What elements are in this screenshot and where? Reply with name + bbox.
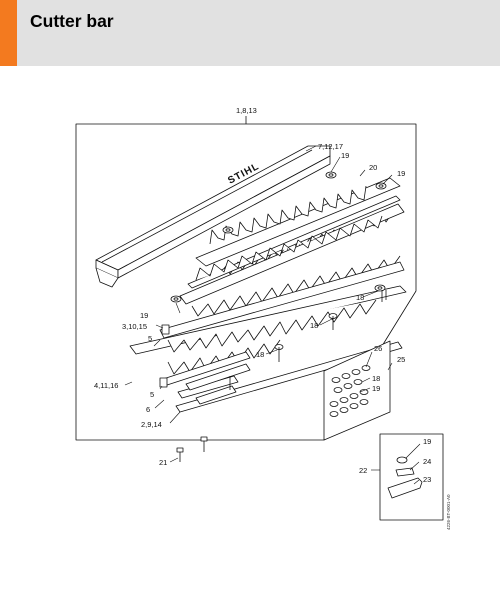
header-accent-bar: [0, 0, 17, 66]
callout-label: 6: [146, 405, 150, 414]
callout-label: 2,9,14: [141, 420, 162, 429]
page-header: Cutter bar: [0, 0, 500, 66]
callout-label: 18: [310, 321, 318, 330]
callout-label: 19: [423, 437, 431, 446]
document-id: 4226-BT-0001-A0: [446, 494, 451, 530]
callout-label: 20: [369, 163, 377, 172]
callout-label: 18: [256, 350, 264, 359]
callout-label: 19: [397, 169, 405, 178]
leader-lines: [124, 145, 421, 485]
middle-cutter-blades: [179, 195, 405, 317]
callout-label: 18: [372, 374, 380, 383]
small-kit-box: [379, 433, 444, 521]
parts-kit-box: [323, 340, 391, 441]
callout-label: 21: [159, 458, 167, 467]
callout-label: 3,10,15: [122, 322, 147, 331]
callout-label: 18: [356, 293, 364, 302]
callout-label: 25: [397, 355, 405, 364]
nuts-and-washers: [170, 171, 387, 350]
callout-label: 19: [341, 151, 349, 160]
callout-label: 1,8,13: [236, 106, 257, 115]
callout-label: 5: [148, 334, 152, 343]
callout-label: 23: [423, 475, 431, 484]
callout-label: 22: [359, 466, 367, 475]
callout-label: 4,11,16: [94, 381, 118, 390]
callout-label: 19: [140, 311, 148, 320]
bolts: [176, 436, 208, 462]
page-title: Cutter bar: [30, 11, 114, 31]
callout-label: 26: [374, 344, 382, 353]
callout-label: 19: [372, 384, 380, 393]
callout-label: 24: [423, 457, 431, 466]
pins-and-bushings: [159, 290, 387, 390]
lower-cutter-blades: [129, 261, 407, 375]
callout-label: 5: [150, 390, 154, 399]
callout-labels: 1,8,13 7,12,17 19 20 19 19 18 3,10,15 5 …: [94, 106, 431, 484]
cutter-guard: [95, 145, 331, 288]
base-blade: [159, 341, 403, 413]
callout-label: 7,12,17: [318, 142, 343, 151]
